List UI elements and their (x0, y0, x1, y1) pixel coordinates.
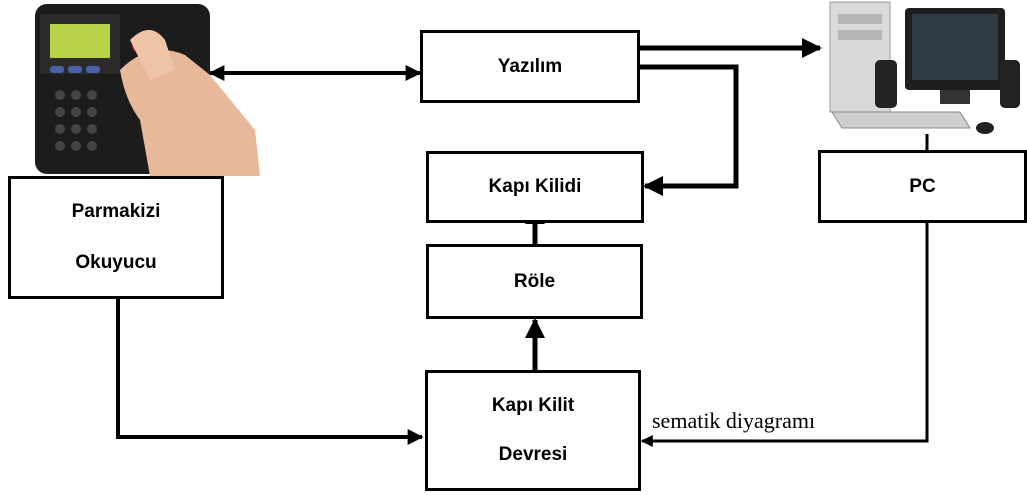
reader-label-line1: Parmakizi (71, 201, 161, 223)
diagram-caption: sematik diyagramı (652, 408, 816, 433)
relay-label: Röle (513, 270, 556, 292)
pc-block: PC (818, 150, 1027, 223)
software-block: Yazılım (420, 30, 640, 103)
pc-label: PC (909, 175, 936, 197)
door-lock-label: Kapı Kilidi (488, 176, 582, 197)
pc-circuit-arrow (640, 222, 929, 447)
lock-circuit-label-line1: Kapı Kilit (491, 394, 575, 416)
lock-circuit-block: Kapı Kilit Devresi (425, 370, 641, 491)
door-lock-block: Kapı Kilidi (426, 151, 644, 223)
fingerprint-reader-icon (35, 4, 260, 176)
fingerprint-reader-block: Parmakizi Okuyucu (8, 176, 224, 299)
software-lock-arrow (640, 64, 739, 196)
desktop-computer-icon (829, 1, 1020, 134)
reader-label-line2: Okuyucu (75, 251, 157, 273)
software-label: Yazılım (497, 55, 563, 77)
lock-circuit-label-line2: Devresi (498, 444, 568, 466)
relay-block: Röle (426, 244, 643, 319)
reader-circuit-arrow (116, 299, 424, 445)
